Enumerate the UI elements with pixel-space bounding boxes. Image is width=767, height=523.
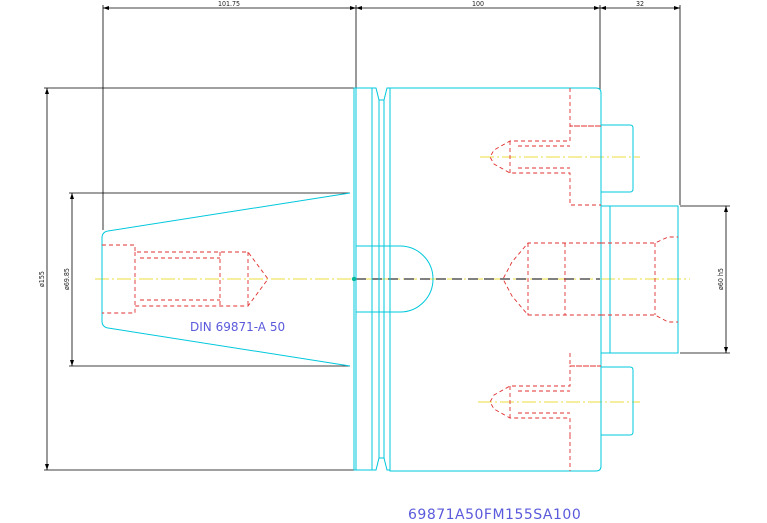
dim-body-length: 100 [472,0,484,8]
center-marker [351,276,357,282]
dim-pilot-length: 32 [636,0,644,8]
dim-taper-diameter: ø69.85 [63,268,71,290]
part-number: 69871A50FM155SA100 [408,507,581,523]
dimension-lines [44,5,730,471]
taper-standard-label: DIN 69871-A 50 [190,320,285,334]
dim-pilot-diameter: ø60 h5 [717,268,725,290]
dim-body-diameter: ø155 [38,271,46,287]
part-outline [101,87,679,472]
dimension-arrows [45,6,728,470]
dim-taper-length: 101.75 [218,0,240,8]
hidden-lines [102,88,678,471]
